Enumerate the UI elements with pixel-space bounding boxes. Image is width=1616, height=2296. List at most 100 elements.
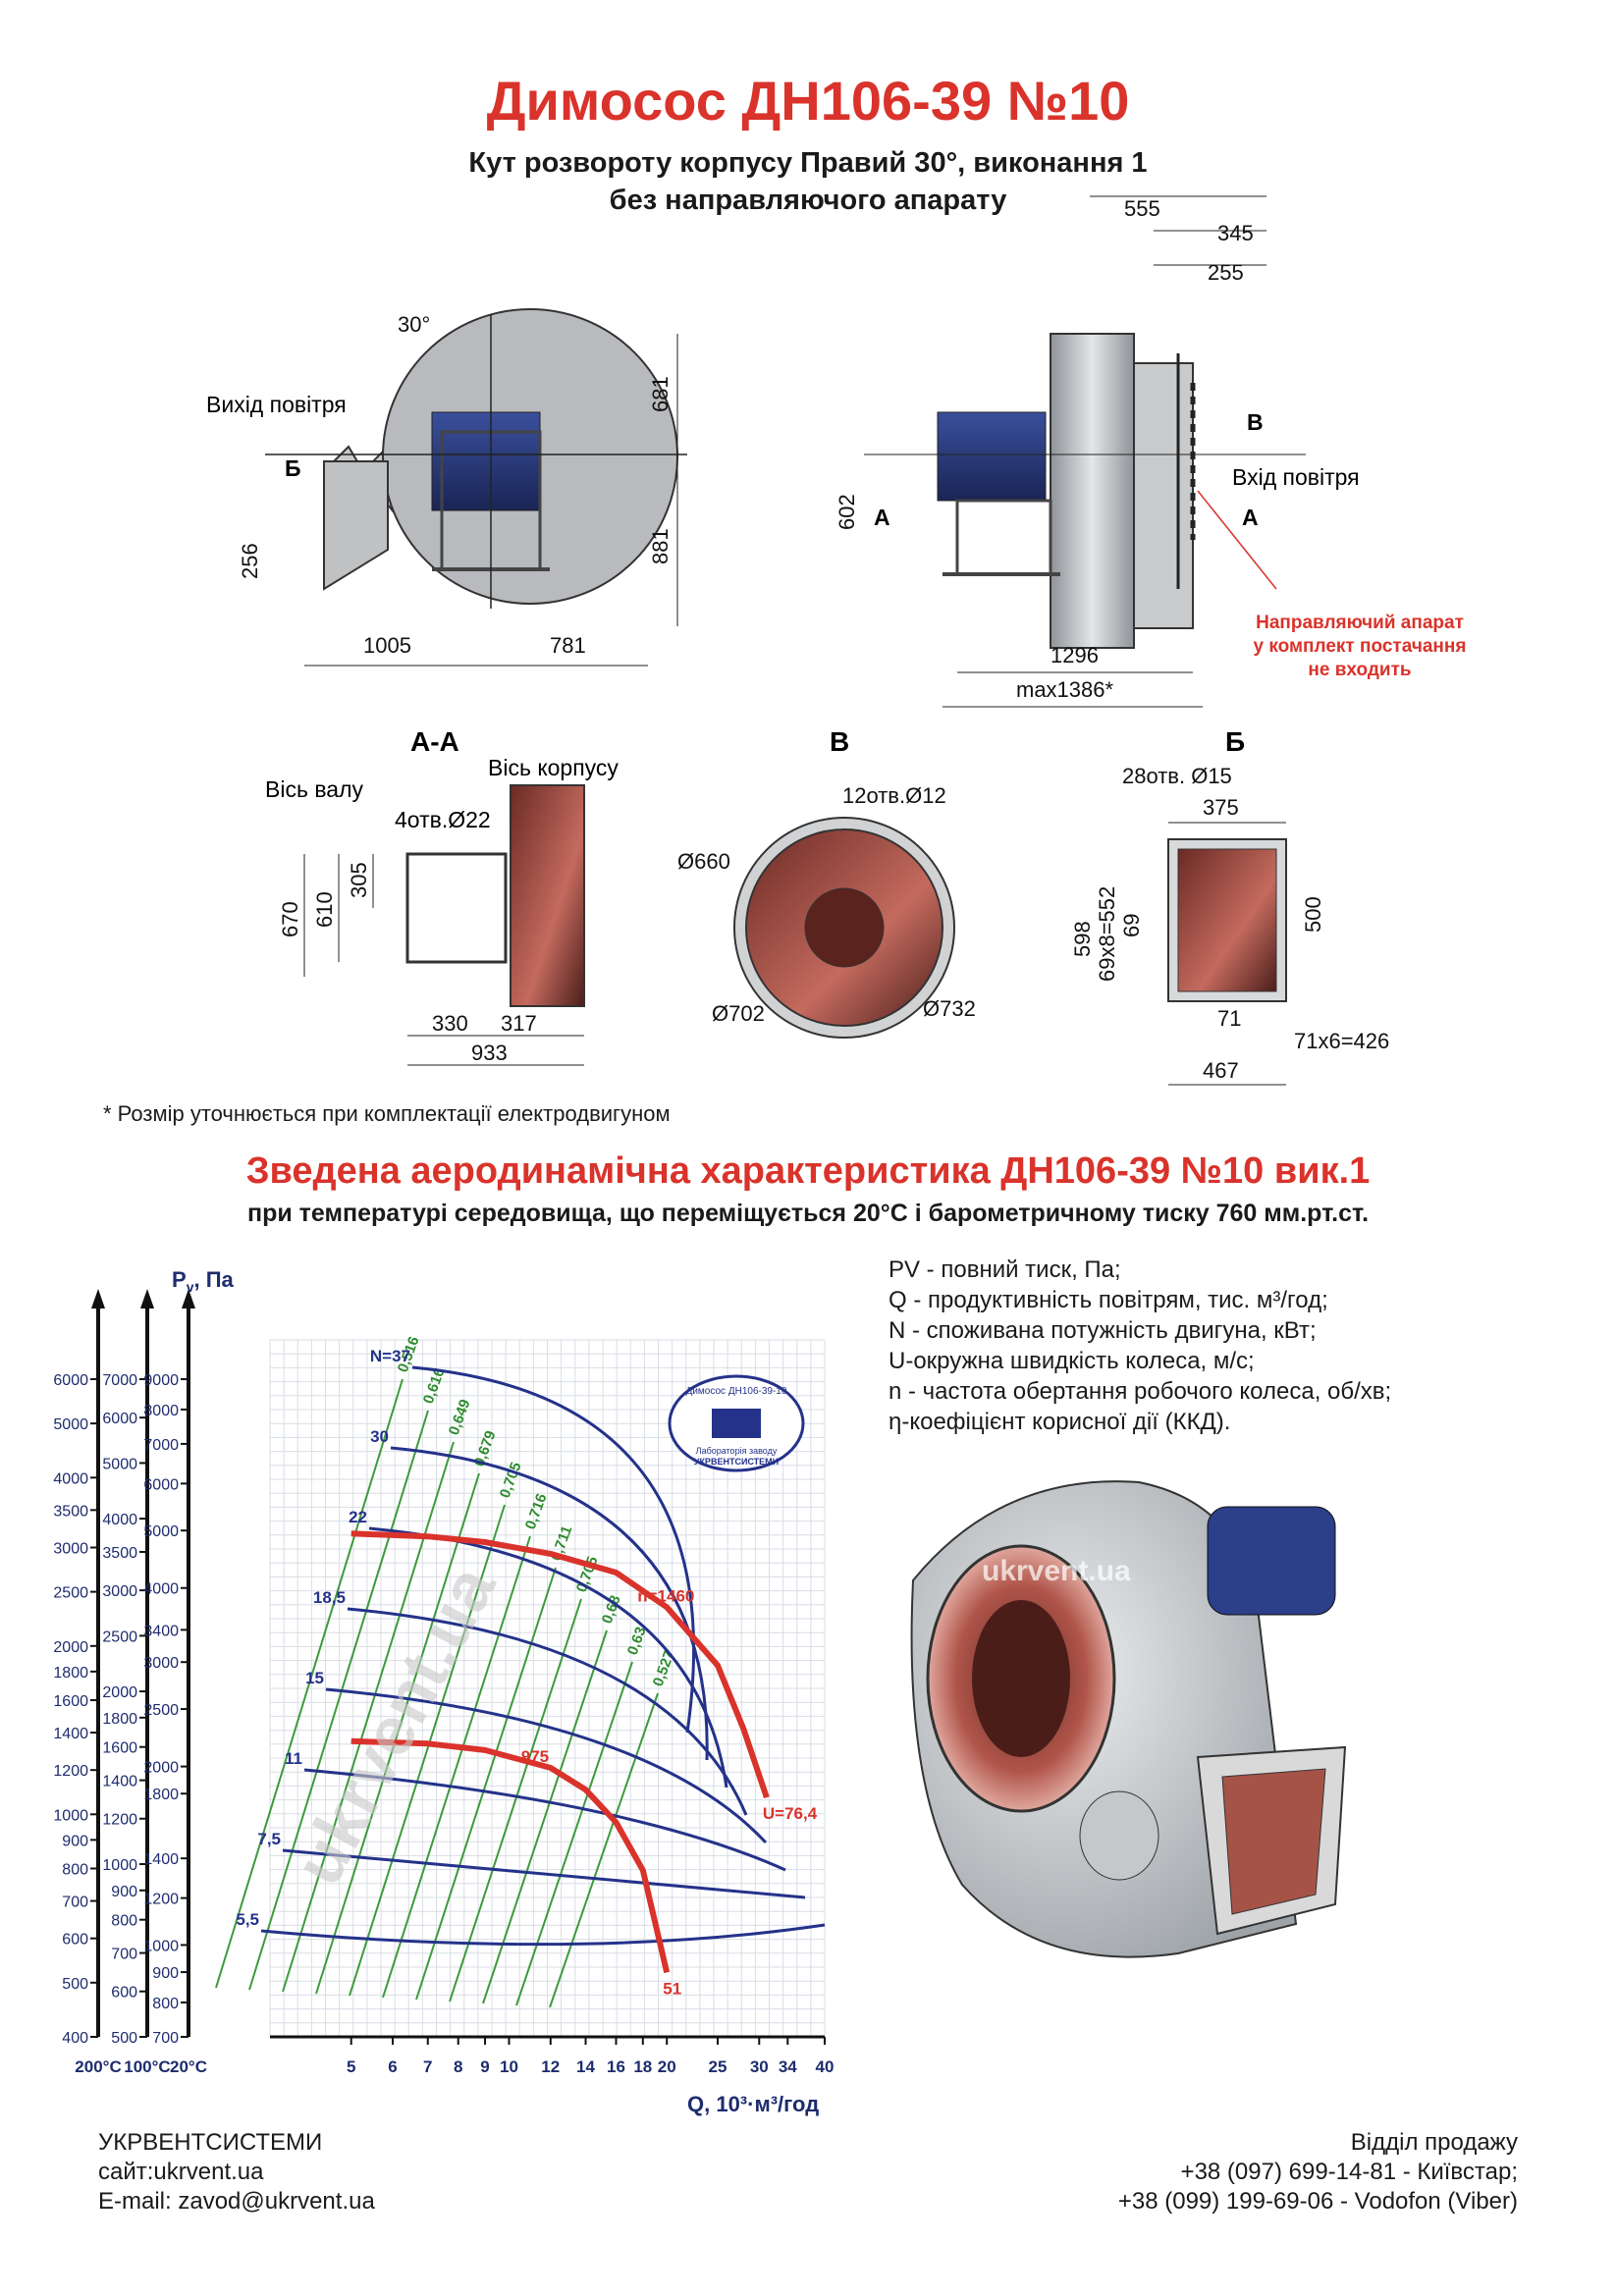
- y-tick-label: 7000: [102, 1372, 137, 1389]
- y-tick-label: 600: [62, 1932, 88, 1949]
- y-axis-arrow: [91, 1289, 105, 1308]
- b-holes-label: 28отв. Ø15: [1122, 764, 1232, 788]
- y-tick-label: 3000: [53, 1540, 88, 1557]
- body-axis-label: Вісь корпусу: [488, 755, 619, 780]
- dim-max1386: max1386*: [1016, 677, 1114, 702]
- stamp-fan-icon: [712, 1409, 761, 1438]
- temp-label: 200°С: [75, 2057, 121, 2076]
- section-aa-title: А-А: [410, 726, 459, 757]
- efficiency-line: [315, 1472, 480, 1995]
- x-tick-label: 5: [347, 2057, 355, 2076]
- outlet-label: Вихід повітря: [206, 392, 347, 417]
- illustration-watermark: ukrvent.ua: [982, 1555, 1131, 1587]
- d660-label: Ø660: [677, 849, 730, 874]
- power-label: 7,5: [257, 1830, 281, 1848]
- power-label: 18,5: [313, 1588, 346, 1607]
- y-tick-label: 1800: [143, 1787, 179, 1803]
- dim-345: 345: [1217, 221, 1254, 245]
- y-tick-label: 4000: [53, 1470, 88, 1487]
- legend-item: Q - продуктивність повітрям, тис. м³/год…: [889, 1287, 1328, 1313]
- legend-item: PV - повний тиск, Па;: [889, 1256, 1121, 1283]
- y-tick-label: 2000: [143, 1760, 179, 1777]
- x-axis-title: Q, 10³·м³/год: [687, 2092, 819, 2116]
- y-tick-label: 700: [111, 1947, 137, 1963]
- stamp-line2: Лабораторія заводу: [696, 1446, 778, 1456]
- legend-item: η-коефіцієнт корисної дії (ККД).: [889, 1409, 1231, 1435]
- x-tick-label: 12: [541, 2057, 560, 2076]
- y-axis-arrow: [182, 1289, 195, 1308]
- section-v-view: В 12отв.Ø12 Ø660 Ø702 Ø732: [677, 726, 976, 1039]
- aero-subtitle: при температурі середовища, що переміщує…: [246, 1200, 1370, 1227]
- side-casing: [1050, 333, 1135, 649]
- aero-chart: 6000500040003500300025002000180016001400…: [53, 1267, 835, 2116]
- legend-item: U-окружна швидкість колеса, м/с;: [889, 1348, 1255, 1374]
- dim-330: 330: [432, 1011, 468, 1036]
- y-tick-label: 600: [111, 1985, 137, 2002]
- site-link[interactable]: сайт:ukrvent.ua: [98, 2159, 264, 2185]
- technical-drawings: 30° Вихід повітря Б 681 881 256 1005 781…: [206, 195, 1466, 1086]
- y-tick-label: 4000: [102, 1512, 137, 1528]
- speed-label: U=76,4: [763, 1804, 818, 1823]
- power-label: 30: [370, 1427, 389, 1446]
- y-tick-label: 1600: [102, 1740, 137, 1757]
- d702-label: Ø702: [712, 1001, 765, 1026]
- motor-3d: [1207, 1506, 1336, 1616]
- y-tick-label: 500: [62, 1976, 88, 1993]
- legend-item: N - споживана потужність двигуна, кВт;: [889, 1317, 1317, 1344]
- inlet-label: Вхід повітря: [1232, 464, 1360, 490]
- side-view: 555 345 255 602 А А В Вхід повітря Напра…: [835, 195, 1466, 708]
- aa-wheel: [510, 784, 585, 1007]
- efficiency-line: [482, 1629, 608, 2004]
- legend: PV - повний тиск, Па; Q - продуктивність…: [889, 1255, 1497, 1437]
- dim-781: 781: [550, 633, 586, 658]
- y-tick-label: 900: [111, 1884, 137, 1900]
- section-a-left: А: [874, 505, 890, 530]
- efficiency-line: [382, 1535, 531, 1999]
- x-tick-label: 10: [500, 2057, 518, 2076]
- efficiency-line: [449, 1598, 582, 2002]
- phone-vodafone[interactable]: +38 (099) 199-69-06 - Vodofon (Viber): [1117, 2188, 1518, 2215]
- y-tick-label: 900: [152, 1965, 179, 1982]
- x-tick-label: 18: [633, 2057, 652, 2076]
- efficiency-line: [515, 1661, 633, 2006]
- dim-317: 317: [501, 1011, 537, 1036]
- efficiency-label: 0,649: [446, 1397, 474, 1437]
- y-tick-label: 400: [62, 2030, 88, 2047]
- y-tick-label: 700: [152, 2030, 179, 2047]
- y-tick-label: 1800: [53, 1665, 88, 1682]
- dim-255: 255: [1208, 260, 1244, 285]
- rpm-label: 975: [521, 1747, 549, 1766]
- y-axis-title: Pv, Па: [172, 1267, 235, 1295]
- efficiency-label: 0,716: [522, 1491, 551, 1531]
- x-tick-label: 30: [750, 2057, 769, 2076]
- y-tick-label: 900: [62, 1833, 88, 1849]
- y-tick-label: 2000: [102, 1684, 137, 1701]
- y-tick-label: 3400: [143, 1623, 179, 1639]
- footnote: * Розмір уточнюється при комплектації ел…: [103, 1101, 671, 1126]
- efficiency-line: [215, 1378, 404, 1989]
- y-axis-arrow: [140, 1289, 154, 1308]
- y-tick-label: 1000: [143, 1938, 179, 1954]
- section-v-title: В: [830, 726, 849, 757]
- email-link[interactable]: E-mail: zavod@ukrvent.ua: [98, 2188, 375, 2215]
- section-b-view: Б 28отв. Ø15 375 598 69x8=552 69 500 71 …: [1070, 726, 1389, 1086]
- y-tick-label: 1800: [102, 1711, 137, 1728]
- y-tick-label: 500: [111, 2030, 137, 2047]
- x-tick-label: 25: [709, 2057, 727, 2076]
- outlet-3d: [1221, 1768, 1326, 1915]
- y-tick-label: 5000: [102, 1456, 137, 1472]
- y-tick-label: 800: [152, 1996, 179, 2012]
- efficiency-line: [248, 1410, 429, 1991]
- dim-1005: 1005: [363, 633, 411, 658]
- subtitle-orientation: Кут розвороту корпусу Правий 30°, викона…: [468, 147, 1148, 179]
- aero-title: Зведена аеродинамічна характеристика ДН1…: [245, 1150, 1371, 1192]
- sales-dept: Відділ продажу: [1350, 2129, 1518, 2156]
- y-tick-label: 1400: [143, 1851, 179, 1868]
- y-tick-label: 2500: [53, 1585, 88, 1602]
- x-tick-label: 40: [816, 2057, 835, 2076]
- temp-label: 100°С: [124, 2057, 170, 2076]
- y-tick-label: 1200: [53, 1763, 88, 1780]
- power-curve: [260, 1923, 826, 1947]
- y-tick-label: 1400: [102, 1774, 137, 1790]
- phone-kyivstar[interactable]: +38 (097) 699-14-81 - Київстар;: [1180, 2159, 1518, 2185]
